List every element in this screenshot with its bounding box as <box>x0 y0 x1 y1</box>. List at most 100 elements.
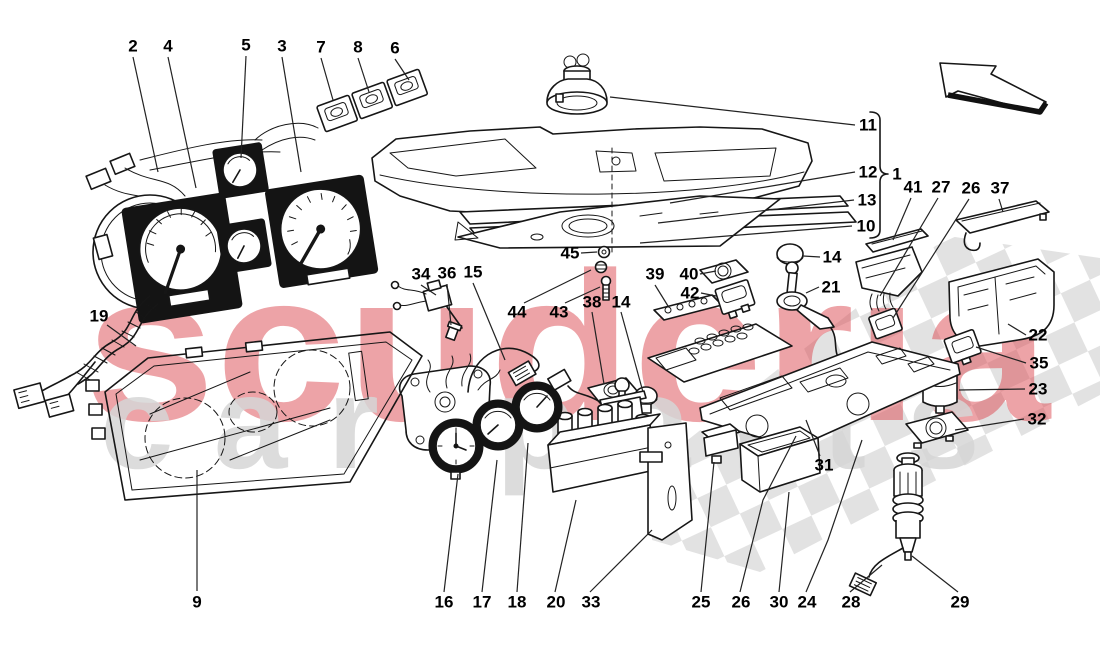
leader-line <box>911 555 959 593</box>
leader-line <box>167 56 197 189</box>
leader-line <box>446 283 452 326</box>
part-number-label: 43 <box>550 303 569 322</box>
part-number-label: 5 <box>241 36 250 55</box>
switch-wire-28 <box>848 547 904 597</box>
storage-box-30 <box>739 426 821 493</box>
minor-gauge-upper <box>212 142 269 199</box>
rocker-switch-25 <box>701 423 741 464</box>
leader-line <box>892 198 970 319</box>
leader-line <box>420 284 437 296</box>
leader-line <box>106 324 137 347</box>
leader-line <box>805 439 863 593</box>
part-number-label: 17 <box>473 593 492 612</box>
leader-line <box>554 499 577 593</box>
part-number-label: 44 <box>508 303 527 322</box>
leader-line <box>657 199 855 224</box>
leader-line <box>739 435 797 593</box>
gauge-18 <box>511 381 563 433</box>
bolt-36 <box>445 320 463 342</box>
leader-line <box>998 198 1004 213</box>
part-number-label: 15 <box>464 263 483 282</box>
part-number-label: 4 <box>163 37 173 56</box>
heater-panel <box>647 323 793 383</box>
part-number-label: 20 <box>547 593 566 612</box>
wiring-harness-19 <box>13 295 159 418</box>
leader-line <box>591 311 605 385</box>
leader-line <box>778 491 790 593</box>
part-number-label: 34 <box>412 265 431 284</box>
leader-line <box>609 96 856 126</box>
leader-line <box>523 269 592 304</box>
bracket-33 <box>639 422 693 541</box>
leader-line <box>700 461 715 593</box>
part-number-label: 33 <box>582 593 601 612</box>
part-number-label: 25 <box>692 593 711 612</box>
clock-gauge-16 <box>428 418 484 480</box>
rocker-switch-42 <box>714 279 756 320</box>
leader-line <box>443 473 459 593</box>
leader-line <box>281 56 302 173</box>
part-number-label: 39 <box>646 265 665 284</box>
part-number-label: 42 <box>681 284 700 303</box>
rocker-switch-35 <box>943 329 982 366</box>
part-number-label: 3 <box>277 37 286 56</box>
switch-panel-27 <box>855 246 923 312</box>
part-number-label: 18 <box>508 593 527 612</box>
cable-15 <box>467 347 540 393</box>
leader-line <box>564 286 601 304</box>
part-number-label: 10 <box>857 217 876 236</box>
key-lever-21 <box>776 261 842 362</box>
leader-line <box>879 197 939 297</box>
leader-line <box>481 459 498 593</box>
part-number-label: 27 <box>932 178 951 197</box>
part-number-label: 36 <box>438 264 457 283</box>
leader-line <box>802 255 821 258</box>
leader-line <box>620 311 644 393</box>
part-number-label: 26 <box>732 593 751 612</box>
leader-line <box>699 270 717 275</box>
part-number-label: 14 <box>823 248 842 267</box>
part-number-label: 29 <box>951 593 970 612</box>
leader-line <box>589 529 653 593</box>
part-number-label: 22 <box>1029 326 1048 345</box>
leader-line <box>1007 323 1027 336</box>
part-number-label: 6 <box>390 39 399 58</box>
leader-line <box>516 442 529 593</box>
part-number-label: 24 <box>798 593 817 612</box>
part-number-label: 1 <box>892 165 901 184</box>
part-number-label: 45 <box>561 244 580 263</box>
dash-cowl <box>371 126 813 216</box>
part-number-label: 16 <box>435 593 454 612</box>
rocker-switch-8 <box>351 81 393 120</box>
part-number-label: 26 <box>962 179 981 198</box>
leader-line <box>975 346 1027 364</box>
screw-43 <box>600 275 612 301</box>
part-number-label: 9 <box>192 593 201 612</box>
leader-line <box>320 57 334 101</box>
group-bracket-1 <box>869 111 889 239</box>
part-number-label: 7 <box>316 38 325 57</box>
part-number-label: 37 <box>991 179 1010 198</box>
washer-44 <box>594 260 608 274</box>
leader-line <box>954 418 1025 431</box>
rocker-switch-6 <box>386 68 428 107</box>
direction-arrow-icon <box>939 62 1049 115</box>
part-number-label: 32 <box>1028 410 1047 429</box>
leader-line <box>892 197 912 241</box>
part-number-label: 23 <box>1029 380 1048 399</box>
part-number-label: 38 <box>583 293 602 312</box>
ashtray-lid-37 <box>955 200 1050 252</box>
console-trim-plate-31 <box>699 341 961 449</box>
part-number-label: 30 <box>770 593 789 612</box>
leader-line <box>654 284 669 307</box>
gauge-17 <box>472 399 524 451</box>
minor-gauge-lower <box>216 218 272 274</box>
leader-line <box>805 419 821 457</box>
tachometer-bezel <box>265 174 379 288</box>
part-number-label: 21 <box>822 278 841 297</box>
leader-line <box>958 388 1026 391</box>
lighter-plate-32 <box>905 411 969 449</box>
part-number-label: 11 <box>859 116 877 135</box>
